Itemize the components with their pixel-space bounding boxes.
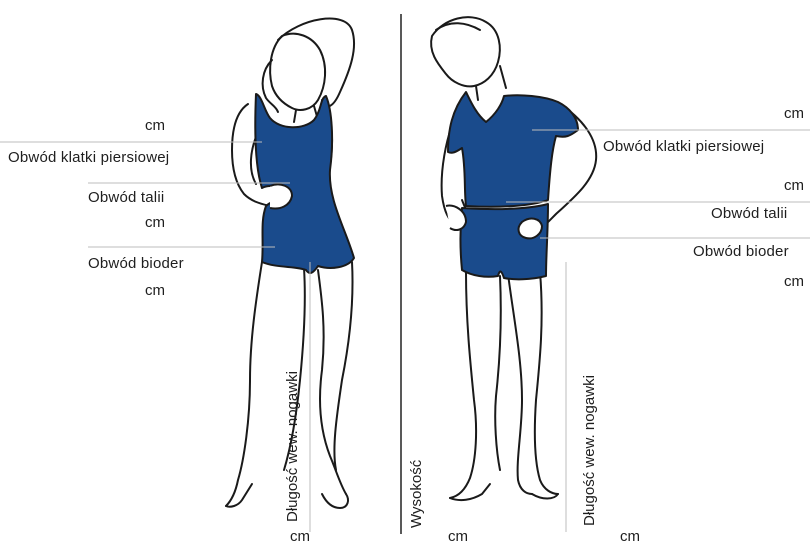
male-hip-label: Obwód bioder — [693, 243, 789, 261]
male-hip-unit: cm — [784, 273, 804, 291]
male-shirt — [448, 92, 578, 207]
height-unit: cm — [448, 528, 468, 546]
female-waist-unit: cm — [145, 214, 165, 232]
height-label: Wysokość — [408, 460, 426, 528]
male-shorts — [461, 204, 549, 279]
female-waist-label: Obwód talii — [88, 189, 164, 207]
male-inseam-unit: cm — [620, 528, 640, 546]
female-inseam-unit: cm — [290, 528, 310, 546]
male-inseam-label: Długość wew. nogawki — [581, 375, 599, 526]
male-waist-label: Obwód talii — [711, 205, 787, 223]
female-chest-unit: cm — [145, 117, 165, 135]
male-hand — [519, 219, 542, 239]
female-inseam-label: Długość wew. nogawki — [284, 371, 302, 522]
male-chest-unit: cm — [784, 105, 804, 123]
male-chest-label: Obwód klatki piersiowej — [603, 138, 764, 156]
female-hip-unit: cm — [145, 282, 165, 300]
female-hip-label: Obwód bioder — [88, 255, 184, 273]
female-chest-label: Obwód klatki piersiowej — [8, 149, 169, 167]
male-waist-unit: cm — [784, 177, 804, 195]
